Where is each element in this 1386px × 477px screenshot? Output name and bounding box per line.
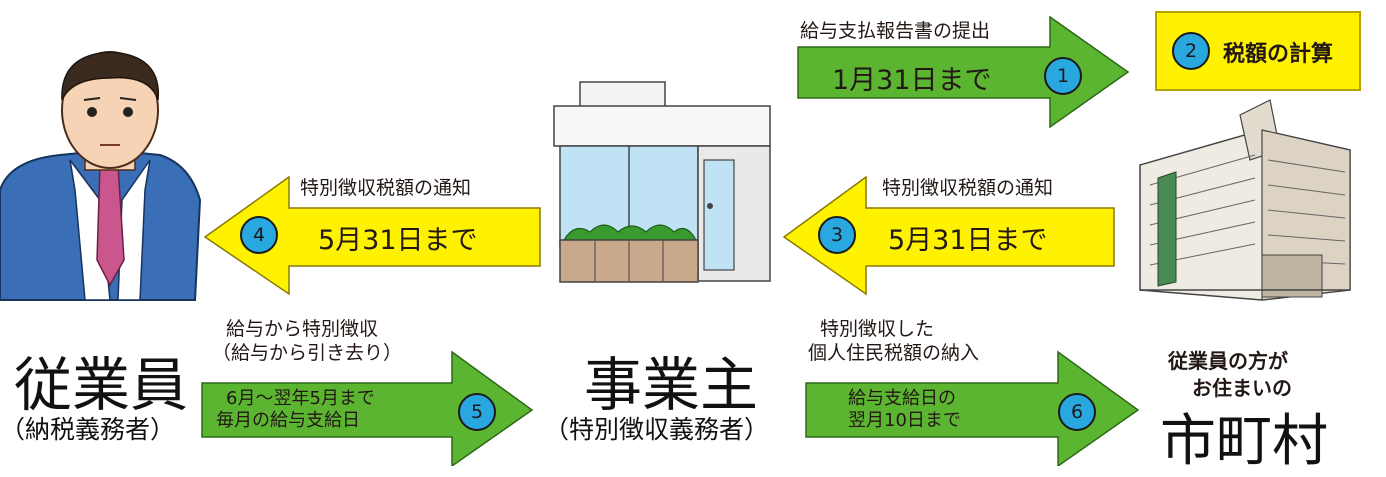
- arrow-3-shape: [782, 175, 1115, 296]
- step-3-number-badge: 3: [818, 216, 856, 254]
- arrow-6-shape: [805, 350, 1140, 466]
- municipality-line2: お住まいの: [1192, 376, 1292, 400]
- step-5-deadline-line2: 毎月の給与支給日: [216, 410, 360, 431]
- employer-name: 事業主: [584, 351, 759, 419]
- diagram-canvas: [0, 11, 1361, 466]
- step-5-number-badge: 5: [458, 393, 496, 431]
- municipality-name: 市町村: [1160, 409, 1328, 474]
- step-5-caption-line2: （給与から引き去り）: [212, 342, 403, 364]
- step-4-deadline: 5月31日まで: [318, 225, 478, 256]
- step-3-caption: 特別徴収税額の通知: [882, 177, 1054, 199]
- employee-illustration: [0, 51, 202, 301]
- step-6-number-badge: 6: [1058, 393, 1096, 431]
- employer-building: [553, 81, 771, 283]
- arrow-5-shape: [201, 350, 534, 466]
- employer-role: （特別徴収義務者）: [544, 415, 770, 444]
- step-1-deadline: 1月31日まで: [832, 65, 992, 96]
- employee-role: （納税義務者）: [0, 415, 176, 444]
- step-6-caption-line2: 個人住民税額の納入: [808, 342, 980, 364]
- step-3-deadline: 5月31日まで: [888, 225, 1048, 256]
- step-6-deadline-line1: 給与支給日の: [848, 388, 956, 409]
- step-2-number-badge: 2: [1172, 32, 1210, 70]
- step-4-number-badge: 4: [240, 216, 278, 254]
- employee-name: 従業員: [14, 351, 189, 419]
- step-6-deadline-line2: 翌月10日まで: [848, 410, 961, 431]
- step-4-caption: 特別徴収税額の通知: [300, 177, 472, 199]
- municipality-line1: 従業員の方が: [1168, 349, 1288, 373]
- step-2-label: 税額の計算: [1223, 42, 1334, 67]
- step-1-number-badge: 1: [1044, 57, 1082, 95]
- step-5-caption-line1: 給与から特別徴収: [226, 318, 379, 340]
- step-1-caption: 給与支払報告書の提出: [800, 20, 991, 42]
- step-5-deadline-line1: 6月〜翌年5月まで: [226, 388, 375, 409]
- step-6-caption-line1: 特別徴収した: [820, 318, 935, 340]
- arrow-4-shape: [203, 175, 541, 296]
- city-hall-building: [1139, 99, 1351, 301]
- arrow-1-shape: [797, 15, 1130, 129]
